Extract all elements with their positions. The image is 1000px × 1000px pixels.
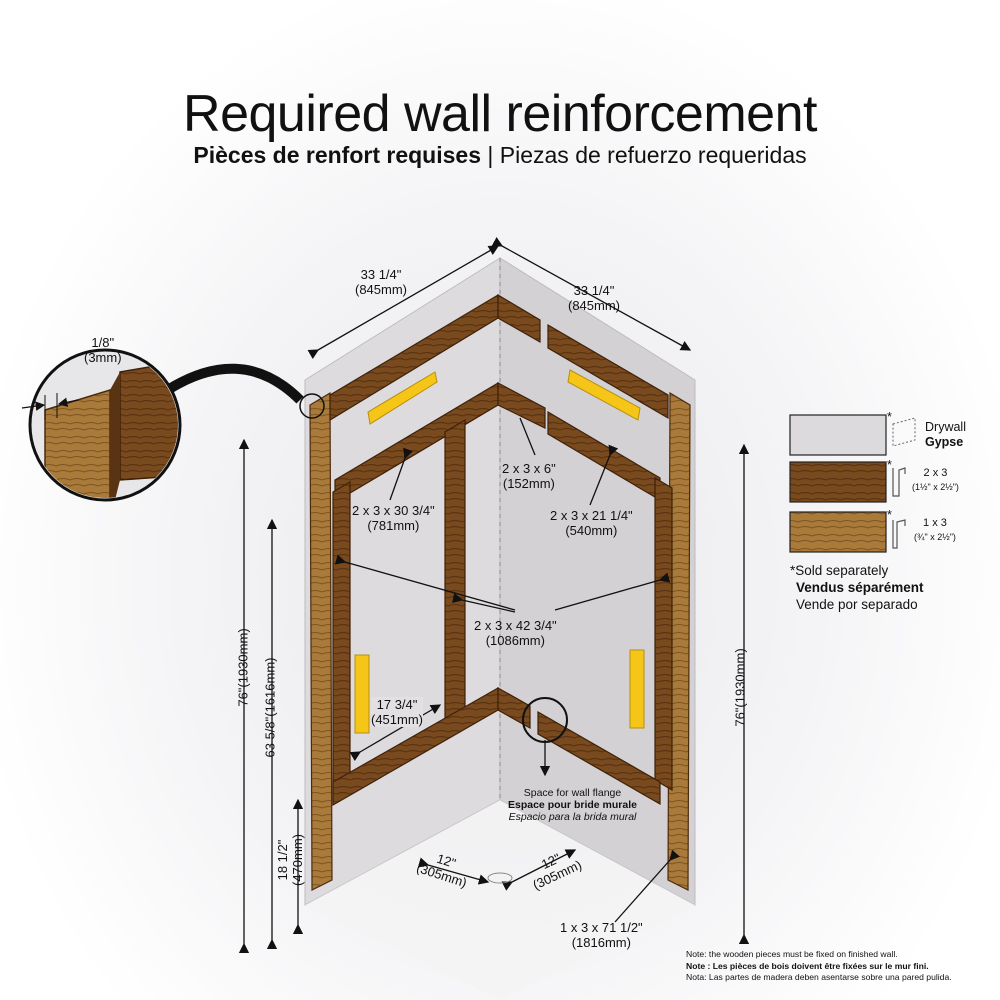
label-piece-21: 2 x 3 x 21 1/4"(540mm) bbox=[550, 508, 633, 538]
bottom-right-plate bbox=[537, 710, 661, 806]
zoom-detail-content bbox=[32, 352, 178, 498]
2x3-icon bbox=[892, 467, 906, 497]
floor-drain bbox=[487, 872, 513, 884]
label-piece-30: 2 x 3 x 30 3/4"(781mm) bbox=[352, 503, 435, 533]
drywall-icon bbox=[892, 417, 916, 447]
left-outer-stud bbox=[332, 480, 351, 802]
legend-2x3: 2 x 3 (1½" x 2½") bbox=[912, 467, 959, 492]
legend-swatch-1x3 bbox=[789, 511, 887, 553]
label-piece-6: 2 x 3 x 6"(152mm) bbox=[502, 461, 556, 491]
bracket-top-left bbox=[367, 371, 438, 425]
legend-asterisk-2: * bbox=[887, 458, 892, 472]
installation-note: Note: the wooden pieces must be fixed on… bbox=[686, 949, 952, 982]
subtitle-fr: Pièces de renfort requises bbox=[193, 142, 481, 168]
subtitle-separator: | bbox=[487, 142, 494, 168]
bracket-right-vertical bbox=[629, 649, 645, 729]
right-outer-stud bbox=[654, 476, 673, 792]
flange-callout-circle bbox=[522, 697, 568, 743]
legend-asterisk-3: * bbox=[887, 508, 892, 522]
label-piece-71: 1 x 3 x 71 1/2"(1816mm) bbox=[560, 920, 643, 950]
legend-drywall: Drywall Gypse bbox=[925, 420, 966, 449]
dim-height-18: 18 1/2"(470mm) bbox=[275, 834, 305, 887]
bracket-left-vertical bbox=[354, 654, 370, 734]
small-block-6in bbox=[497, 382, 546, 429]
dim-top-left: 33 1/4"(845mm) bbox=[355, 267, 408, 297]
dim-top-right: 33 1/4"(845mm) bbox=[568, 283, 621, 313]
left-vertical-board bbox=[309, 391, 333, 891]
legend-1x3: 1 x 3 (¾" x 2½") bbox=[914, 517, 956, 542]
legend-sold-separately: *Sold separately Vendus séparément Vende… bbox=[790, 563, 924, 612]
dim-gap: 1/8"(3mm) bbox=[84, 335, 122, 365]
legend-swatch-drywall bbox=[789, 414, 887, 456]
flange-label: Space for wall flange Espace pour bride … bbox=[508, 787, 637, 823]
label-piece-42: 2 x 3 x 42 3/4"(1086mm) bbox=[474, 618, 557, 648]
dim-height-76-right: 76"(1930mm) bbox=[732, 648, 748, 727]
gap-callout-circle bbox=[299, 393, 325, 419]
zoom-connector bbox=[157, 363, 304, 404]
legend-swatch-2x3 bbox=[789, 461, 887, 503]
bottom-left-plate-end bbox=[497, 686, 531, 730]
legend-asterisk-1: * bbox=[887, 410, 892, 424]
page-title: Required wall reinforcement bbox=[183, 85, 817, 143]
left-inner-stud bbox=[444, 418, 466, 734]
label-piece-17: 17 3/4"(451mm) bbox=[371, 697, 424, 727]
subtitle-es: Piezas de refuerzo requeridas bbox=[499, 142, 807, 168]
page-subtitle: Pièces de renfort requises | Piezas de r… bbox=[0, 142, 1000, 169]
dim-height-63: 63 5/8"(1616mm) bbox=[262, 657, 278, 758]
dim-height-76-left: 76"(1930mm) bbox=[235, 628, 251, 707]
bracket-top-right bbox=[567, 369, 641, 421]
1x3-icon bbox=[892, 519, 906, 549]
floor bbox=[305, 800, 695, 1000]
